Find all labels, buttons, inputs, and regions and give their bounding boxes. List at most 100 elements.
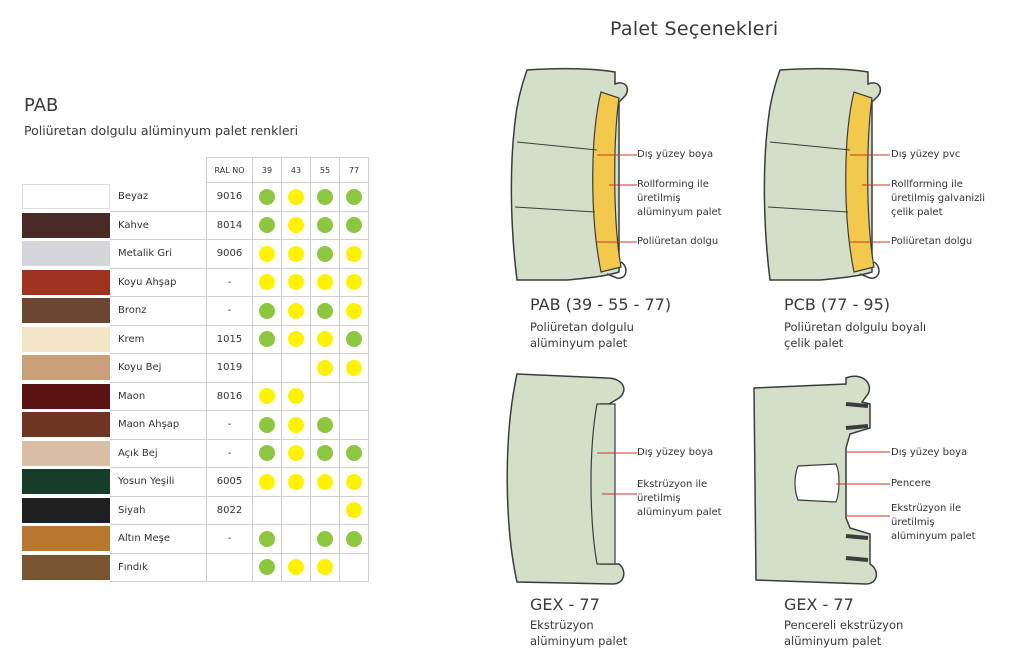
color-swatch — [22, 526, 110, 552]
availability-dot — [288, 473, 304, 490]
gexw-sub-2: alüminyum palet — [784, 634, 882, 648]
availability-cell — [310, 353, 340, 383]
color-swatch — [22, 269, 110, 295]
table-row: Açık Bej- — [22, 439, 369, 468]
color-name: Siyah — [110, 496, 207, 525]
availability-cell — [339, 296, 369, 326]
color-name: Yosun Yeşili — [110, 467, 207, 497]
availability-dot — [288, 217, 304, 234]
availability-cell — [339, 524, 369, 554]
availability-dot — [346, 245, 362, 262]
pab-sub-2: alüminyum palet — [530, 336, 628, 350]
availability-cell — [310, 496, 340, 525]
availability-cell — [252, 553, 282, 582]
availability-cell — [281, 239, 311, 269]
pab-callout-rollforming-3: alüminyum palet — [637, 207, 722, 218]
availability-cell — [339, 467, 369, 497]
availability-cell — [281, 410, 311, 440]
header-55: 55 — [310, 157, 340, 183]
header-blank — [22, 158, 110, 183]
availability-cell — [252, 296, 282, 326]
ral-number: - — [206, 410, 253, 440]
pcb-callout-foam: Poliüretan dolgu — [891, 236, 973, 247]
pab-profile — [497, 62, 637, 292]
header-77: 77 — [339, 157, 369, 183]
pab-heading: PAB — [24, 95, 59, 116]
pab-subtitle: Poliüretan dolgulu alüminyum palet renkl… — [24, 123, 299, 138]
availability-dot — [288, 559, 304, 576]
gex-sub-2: alüminyum palet — [530, 634, 628, 648]
availability-dot — [259, 530, 275, 547]
availability-dot — [259, 559, 275, 576]
availability-dot — [317, 530, 333, 547]
pab-callout-rollforming-1: Rollforming ile — [637, 179, 709, 190]
availability-cell — [281, 496, 311, 525]
gex-title: GEX - 77 — [530, 595, 600, 614]
ral-number: - — [206, 268, 253, 297]
availability-dot — [317, 473, 333, 490]
availability-cell — [281, 296, 311, 326]
availability-cell — [310, 182, 340, 212]
ral-number: 8022 — [206, 496, 253, 525]
color-name: Krem — [110, 325, 207, 354]
availability-dot — [288, 188, 304, 205]
header-39: 39 — [252, 157, 282, 183]
availability-cell — [339, 382, 369, 411]
availability-dot — [346, 188, 362, 205]
gexw-title: GEX - 77 — [784, 595, 854, 614]
color-swatch-cell — [22, 268, 110, 297]
availability-cell — [310, 410, 340, 440]
color-swatch-cell — [22, 296, 110, 326]
availability-dot — [317, 559, 333, 576]
availability-dot — [259, 331, 275, 348]
color-swatch-cell — [22, 410, 110, 440]
pcb-callout-rollforming-1: Rollforming ile — [891, 179, 963, 190]
header-43: 43 — [281, 157, 311, 183]
availability-dot — [346, 502, 362, 519]
color-swatch-cell — [22, 353, 110, 383]
gex-callout-extrusion-2: üretilmiş — [637, 493, 681, 504]
ral-number: 8014 — [206, 211, 253, 240]
pab-callout-rollforming-2: üretilmiş — [637, 193, 681, 204]
availability-cell — [252, 268, 282, 297]
color-swatch-cell — [22, 439, 110, 468]
availability-dot — [259, 302, 275, 319]
ral-number: 9006 — [206, 239, 253, 269]
header-blank — [110, 158, 207, 183]
availability-cell — [281, 439, 311, 468]
availability-dot — [346, 473, 362, 490]
availability-dot — [317, 445, 333, 462]
availability-cell — [281, 268, 311, 297]
availability-cell — [339, 353, 369, 383]
color-swatch-cell — [22, 553, 110, 582]
availability-dot — [317, 274, 333, 291]
color-swatch-cell — [22, 524, 110, 554]
availability-cell — [281, 524, 311, 554]
availability-dot — [346, 302, 362, 319]
availability-cell — [310, 268, 340, 297]
availability-dot — [259, 245, 275, 262]
color-swatch — [22, 412, 110, 438]
color-swatch-cell — [22, 382, 110, 411]
color-name: Metalik Gri — [110, 239, 207, 269]
color-swatch — [22, 241, 110, 267]
color-name: Maon Ahşap — [110, 410, 207, 440]
availability-cell — [252, 353, 282, 383]
pcb-sub-1: Poliüretan dolgulu boyalı — [784, 320, 927, 334]
availability-dot — [317, 416, 333, 433]
availability-dot — [259, 416, 275, 433]
color-name: Koyu Ahşap — [110, 268, 207, 297]
pab-title: PAB (39 - 55 - 77) — [530, 295, 672, 314]
availability-cell — [310, 296, 340, 326]
availability-cell — [310, 524, 340, 554]
table-header-row: RAL NO 39 43 55 77 — [22, 157, 369, 183]
color-name: Kahve — [110, 211, 207, 240]
